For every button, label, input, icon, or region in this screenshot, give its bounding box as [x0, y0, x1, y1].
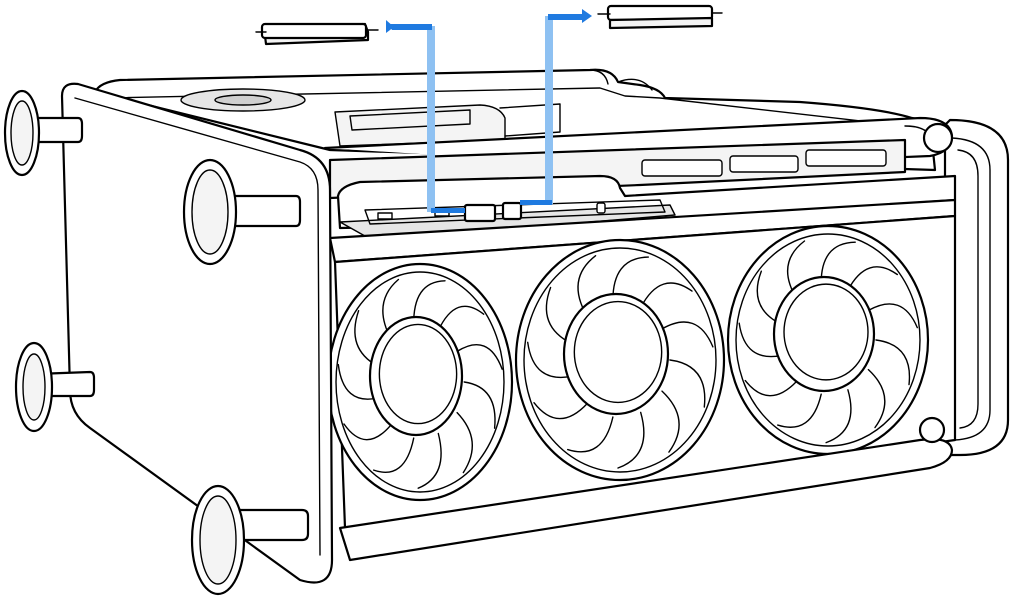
ssd-module-left — [255, 22, 379, 46]
foot-upper-front — [182, 158, 302, 266]
fan-array — [326, 214, 957, 530]
foot-bottom-front — [190, 484, 310, 596]
ssd-slot-right — [501, 201, 523, 221]
arrow-right-ssd — [520, 9, 592, 205]
foot-top-left — [3, 89, 84, 177]
fan-middle — [514, 238, 726, 482]
feet — [3, 89, 310, 596]
foot-lower-left — [14, 341, 96, 433]
arrow-left-ssd — [386, 20, 465, 213]
ssd-carrier-shelf — [328, 174, 957, 264]
fan-right — [726, 224, 930, 456]
ssd-slot-left — [463, 203, 497, 223]
fan-left — [326, 262, 514, 502]
right-handle — [943, 118, 1010, 457]
ssd-module-right — [597, 4, 723, 30]
bottom-rail — [338, 416, 954, 562]
